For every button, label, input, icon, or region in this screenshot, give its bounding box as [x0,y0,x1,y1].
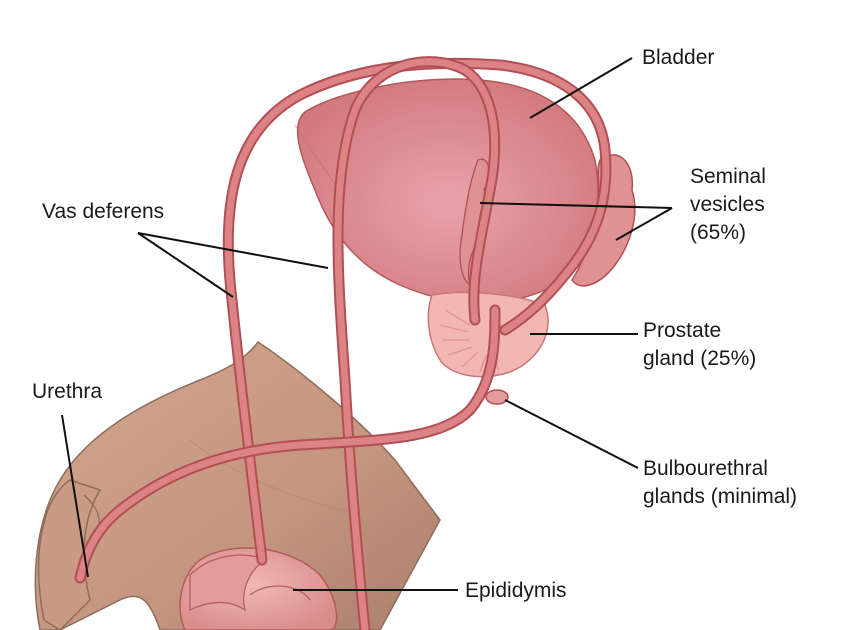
label-seminal-line3: (65%) [690,221,747,244]
label-urethra: Urethra [32,380,103,403]
leader-lines [61,57,673,591]
leader-bladder [529,57,633,119]
testis [179,547,338,630]
label-vas-deferens: Vas deferens [42,200,165,223]
label-bulbo-line2: glands (minimal) [643,485,798,508]
label-epididymis: Epididymis [465,579,567,602]
leader-urethra [61,414,89,578]
leader-vas-a [137,232,234,298]
label-prostate-line2: gland (25%) [643,347,757,370]
label-bladder: Bladder [642,46,715,69]
leader-vas-b [137,232,329,269]
vas-deferens-tubes [74,56,612,630]
label-seminal-line2: vesicles [690,193,765,216]
label-bulbourethral-glands: Bulbourethral glands (minimal) [643,455,797,511]
leader-seminal-b [615,207,673,241]
bulbourethral-gland [485,389,509,405]
label-prostate-line1: Prostate [643,319,722,342]
label-seminal-vesicles: Seminal vesicles (65%) [690,163,766,247]
label-bulbo-line1: Bulbourethral [643,457,768,480]
label-prostate-gland: Prostate gland (25%) [643,317,756,373]
prostate-organ [427,291,549,378]
leader-bulbo [504,399,639,469]
penis-body [34,340,441,630]
leader-seminal-a [479,202,673,209]
label-seminal-line1: Seminal [690,165,766,188]
